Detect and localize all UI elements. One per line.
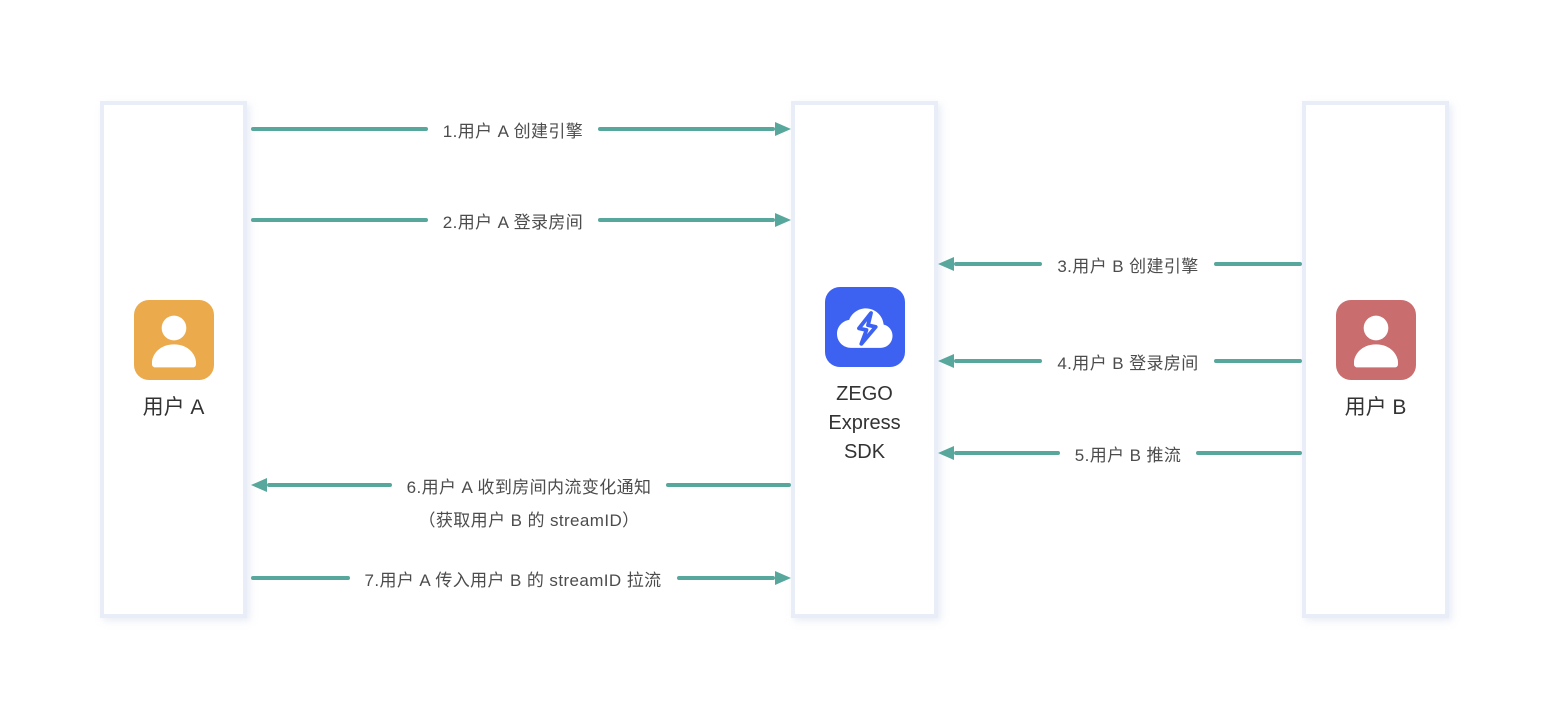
message-arrow-2: 2.用户 A 登录房间 [251,210,791,232]
message-arrow-6: 6.用户 A 收到房间内流变化通知 （获取用户 B 的 streamID） [251,473,792,530]
arrow-line [1213,359,1302,363]
message-arrow-3: 3.用户 B 创建引擎 [938,254,1302,276]
arrow-line [666,483,792,487]
lifeline-user-b: 用户 B [1302,101,1449,618]
lifeline-sdk: ZEGO Express SDK [791,101,938,618]
message-label-3: 3.用户 B 创建引擎 [1057,256,1199,276]
arrow-line [1196,451,1303,455]
arrow-line [251,576,350,580]
arrowhead-left-icon [938,446,954,460]
message-label-6: 6.用户 A 收到房间内流变化通知 （获取用户 B 的 streamID） [406,473,652,530]
entity-user-a: 用户 A [104,300,243,422]
message-arrow-7: 7.用户 A 传入用户 B 的 streamID 拉流 [251,568,792,590]
message-label-5: 5.用户 B 推流 [1074,445,1182,465]
arrowhead-right-icon [775,122,791,136]
lifeline-user-a: 用户 A [100,101,247,618]
entity-label-user-a: 用户 A [142,396,205,419]
message-arrow-5: 5.用户 B 推流 [938,443,1303,465]
message-arrow-1: 1.用户 A 创建引擎 [251,119,791,141]
arrow-line [676,576,776,580]
arrow-line [954,262,1043,266]
message-label-2: 2.用户 A 登录房间 [442,212,584,232]
arrow-line [954,359,1043,363]
arrowhead-right-icon [775,213,791,227]
arrow-line [598,127,775,131]
arrowhead-left-icon [938,257,954,271]
message-arrow-4: 4.用户 B 登录房间 [938,351,1302,373]
entity-label-sdk: ZEGO Express SDK [828,383,901,463]
message-label-6-line2: （获取用户 B 的 streamID） [418,510,640,530]
cloud-lightning-icon [824,287,905,367]
arrow-line [954,451,1060,455]
user-a-icon [133,300,214,380]
arrow-line [251,127,428,131]
user-b-icon [1335,300,1416,380]
message-label-4: 4.用户 B 登录房间 [1057,353,1199,373]
arrow-line [267,483,392,487]
entity-sdk: ZEGO Express SDK [795,287,934,467]
arrowhead-left-icon [938,354,954,368]
arrow-line [598,218,775,222]
entity-label-user-b: 用户 B [1344,396,1407,419]
message-label-6-line1: 6.用户 A 收到房间内流变化通知 [406,477,652,497]
entity-user-b: 用户 B [1306,300,1445,422]
arrow-line [1213,262,1302,266]
arrow-line [251,218,428,222]
arrowhead-left-icon [251,478,267,492]
message-label-1: 1.用户 A 创建引擎 [442,121,584,141]
arrowhead-right-icon [775,571,792,585]
message-label-7: 7.用户 A 传入用户 B 的 streamID 拉流 [364,570,662,590]
